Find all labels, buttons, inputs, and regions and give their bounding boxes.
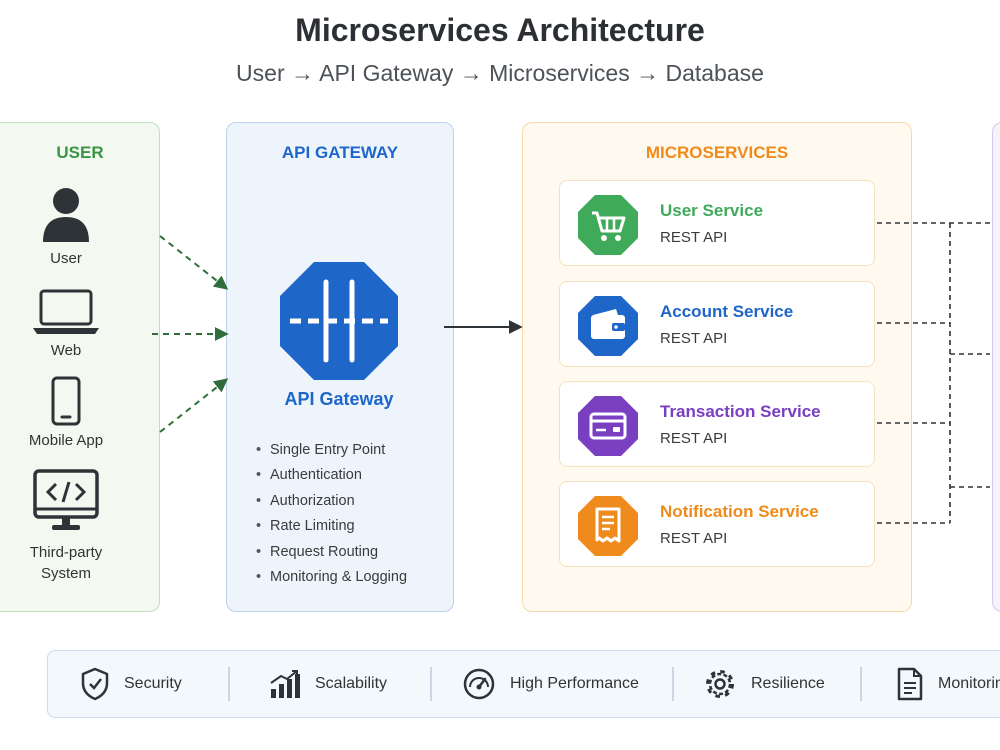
- diagram-subtitle: User → API Gateway → Microservices → Dat…: [236, 60, 764, 86]
- gateway-octagon-icon: [280, 262, 398, 380]
- service-api: REST API: [660, 330, 728, 347]
- service-api: REST API: [660, 430, 728, 447]
- connector-mobile-to-gateway: [159, 378, 229, 433]
- growth-chart-icon: [270, 670, 300, 698]
- service-card-user[interactable]: User Service REST API: [559, 180, 875, 266]
- client-web: Web: [6, 288, 126, 359]
- gateway-feature: Single Entry Point: [256, 438, 407, 463]
- service-name: Account Service: [660, 302, 794, 321]
- feature-resilience: Resilience: [703, 651, 825, 717]
- wallet-icon: [578, 296, 638, 356]
- feature-label: High Performance: [510, 675, 639, 692]
- service-card-transaction[interactable]: Transaction Service REST API: [559, 381, 875, 467]
- feature-monitoring: Monitoring: [896, 651, 1000, 717]
- feature-divider: [430, 667, 432, 701]
- gateway-feature-list: Single Entry Point Authentication Author…: [256, 438, 407, 590]
- feature-high-performance: High Performance: [462, 651, 639, 717]
- feature-label: Scalability: [315, 675, 388, 692]
- connector-user-to-gateway: [159, 235, 229, 290]
- gear-icon: [706, 670, 734, 698]
- client-label: User: [50, 250, 82, 267]
- feature-security: Security: [80, 651, 182, 717]
- gateway-feature: Authorization: [256, 489, 407, 514]
- document-icon: [897, 667, 923, 701]
- client-label: Mobile App: [28, 432, 104, 449]
- feature-bar: Security Scalability High Performance: [47, 650, 1000, 718]
- client-user: User: [6, 184, 126, 267]
- feature-divider: [860, 667, 862, 701]
- service-api: REST API: [660, 530, 728, 547]
- shield-check-icon: [81, 667, 109, 701]
- user-panel: USER: [0, 122, 160, 612]
- card-icon: [578, 396, 638, 456]
- person-icon: [43, 188, 89, 242]
- service-name: Transaction Service: [660, 402, 821, 421]
- gateway-feature: Request Routing: [256, 540, 407, 565]
- cart-icon: [578, 195, 638, 255]
- gateway-feature: Rate Limiting: [256, 514, 407, 539]
- speedometer-icon: [463, 668, 495, 700]
- service-name: Notification Service: [660, 502, 819, 521]
- mobile-icon: [51, 376, 81, 426]
- user-panel-heading: USER: [56, 143, 104, 162]
- service-card-account[interactable]: Account Service REST API: [559, 281, 875, 367]
- feature-scalability: Scalability: [269, 651, 387, 717]
- feature-label: Resilience: [751, 675, 825, 692]
- laptop-icon: [33, 289, 99, 334]
- service-to-database-connectors: [877, 222, 990, 524]
- client-mobile-app: Mobile App: [6, 376, 126, 449]
- code-monitor-icon: [33, 469, 99, 530]
- diagram-title: Microservices Architecture: [295, 12, 705, 48]
- gateway-panel-heading: API GATEWAY: [281, 143, 399, 162]
- feature-divider: [672, 667, 674, 701]
- microservices-panel-heading: MICROSERVICES: [645, 143, 789, 162]
- service-name: User Service: [660, 201, 764, 220]
- gateway-label: API Gateway: [284, 389, 394, 409]
- receipt-icon: [578, 496, 638, 556]
- gateway-feature: Authentication: [256, 463, 407, 488]
- client-third-party-system: Third-party System: [6, 468, 126, 584]
- service-card-notification[interactable]: Notification Service REST API: [559, 481, 875, 567]
- feature-divider: [228, 667, 230, 701]
- client-label: Web: [50, 342, 82, 359]
- gateway-feature: Monitoring & Logging: [256, 565, 407, 590]
- service-api: REST API: [660, 229, 728, 246]
- client-label: Third-party System: [29, 544, 103, 582]
- feature-label: Monitoring: [938, 675, 1000, 692]
- feature-label: Security: [124, 675, 182, 692]
